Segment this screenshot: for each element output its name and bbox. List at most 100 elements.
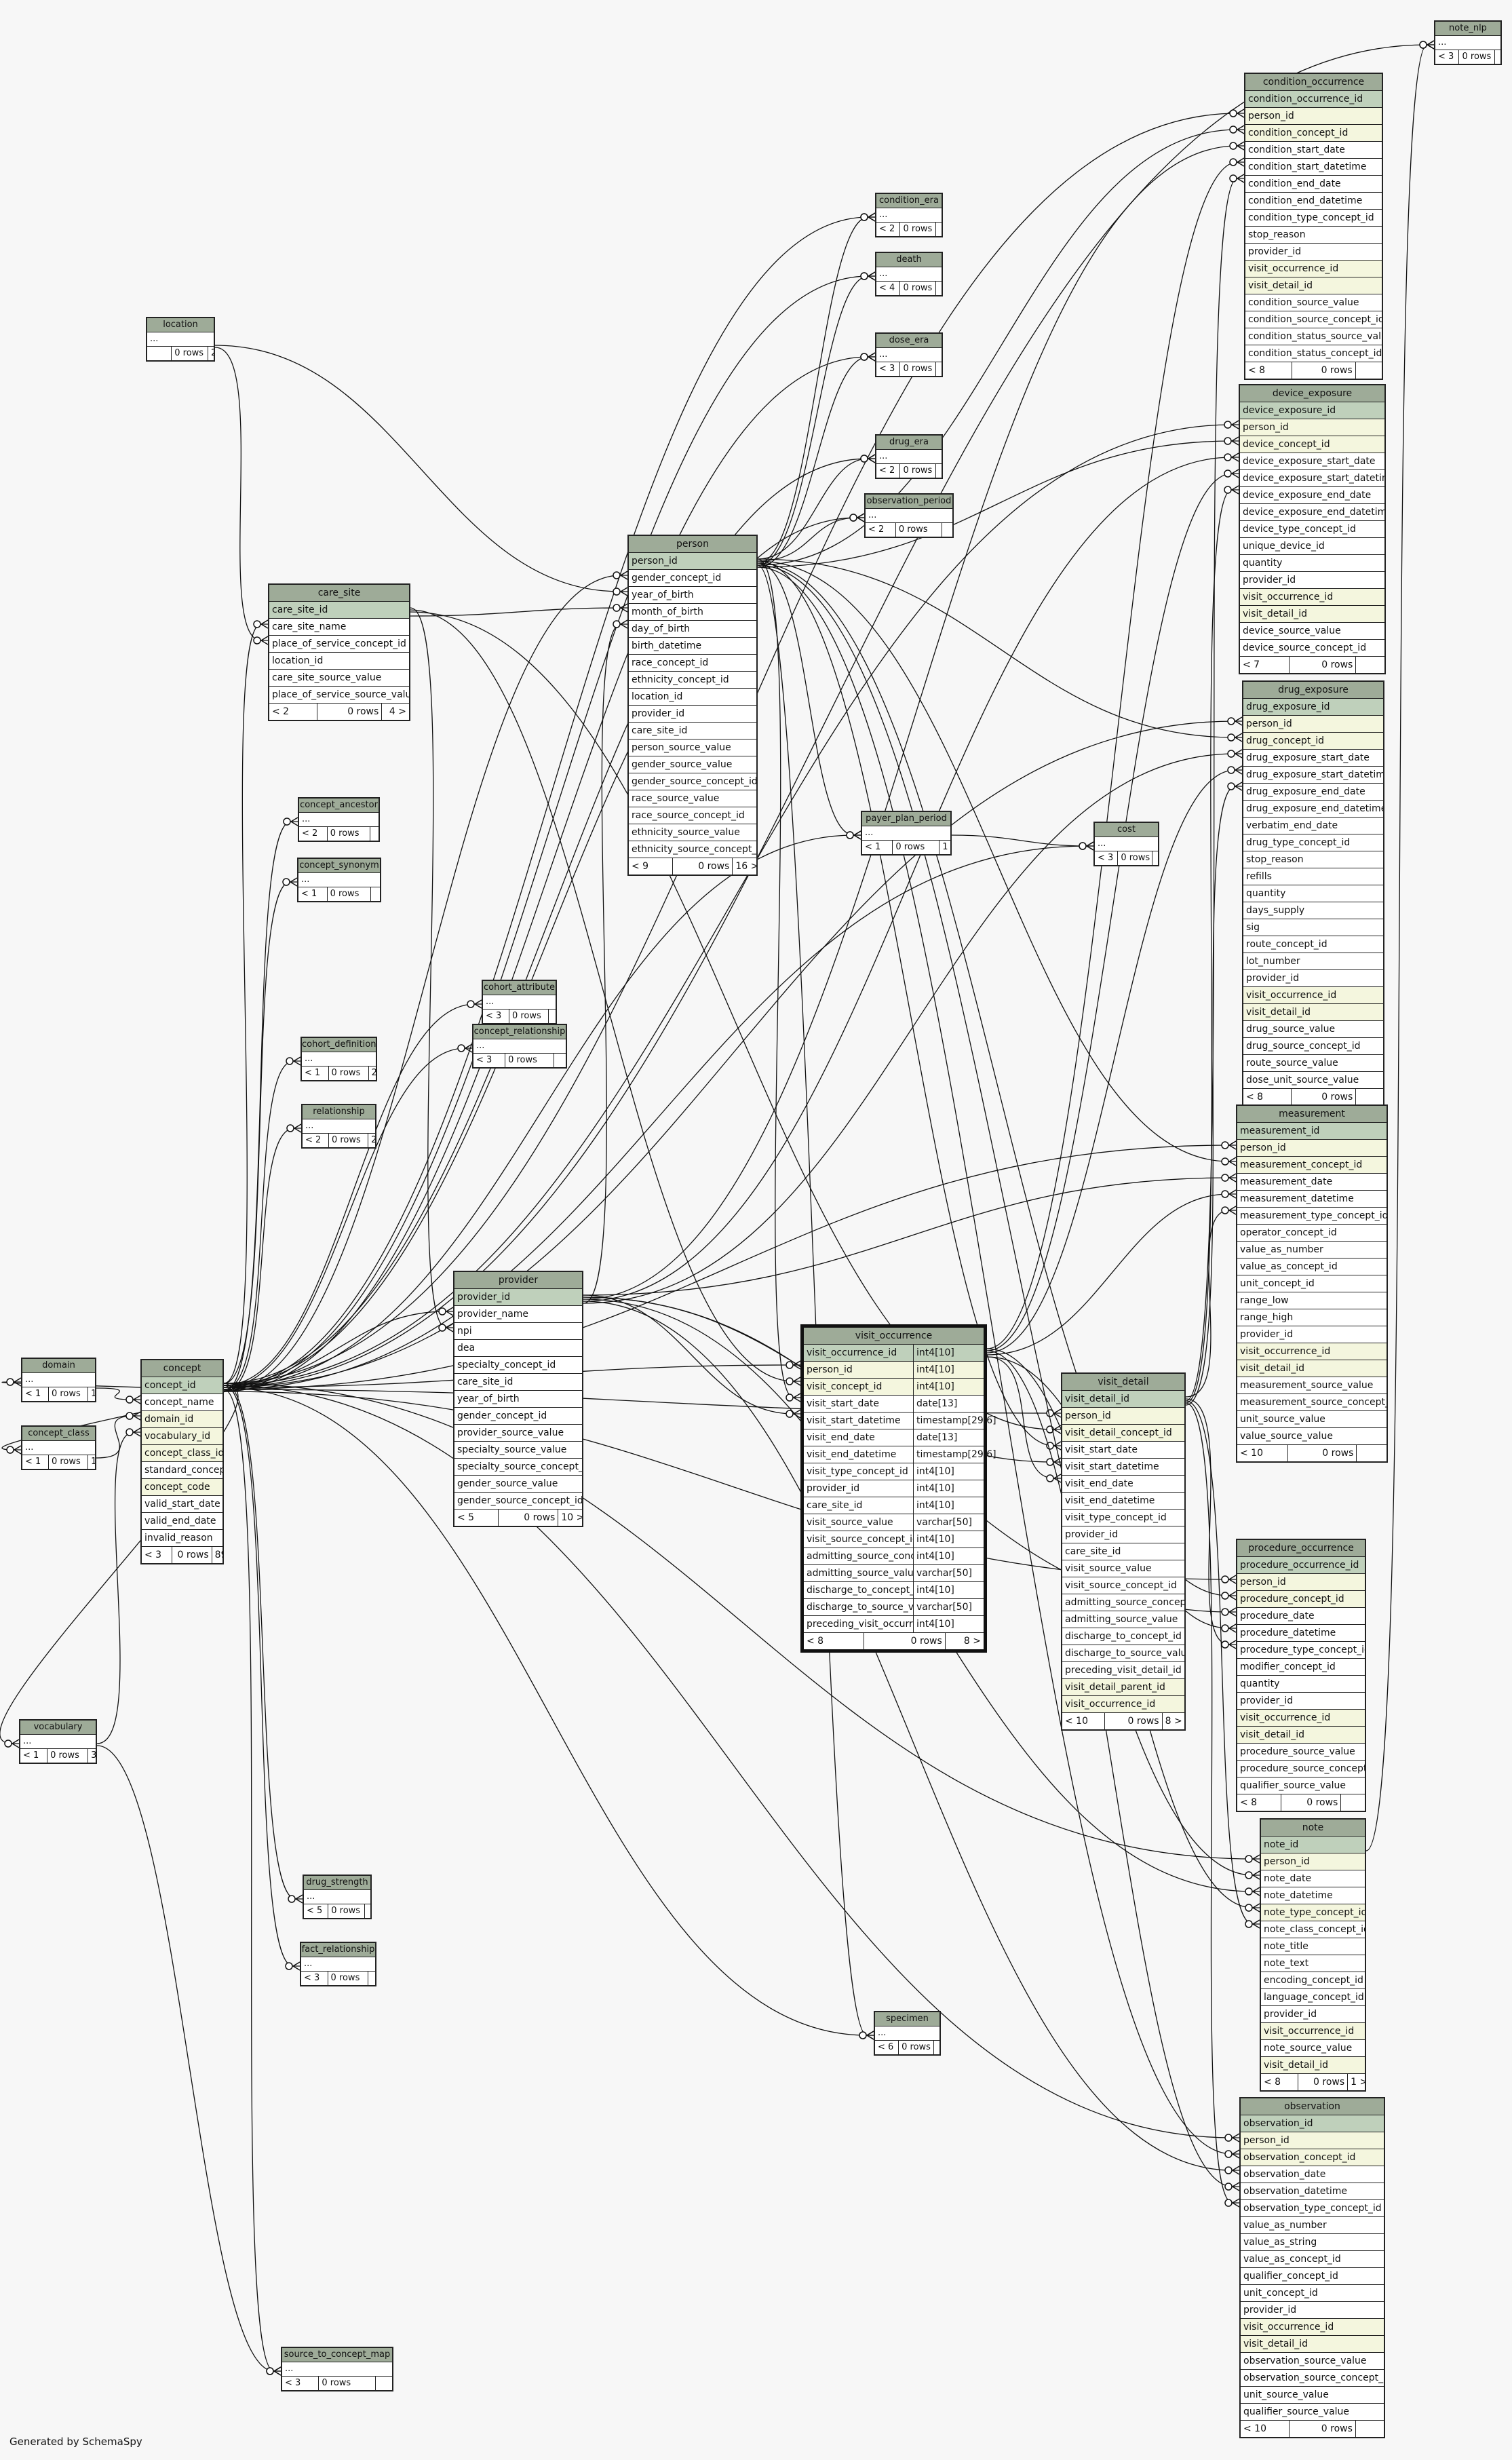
column[interactable]: quantity (1243, 885, 1383, 902)
parent-count[interactable]: < 5 (307, 1906, 323, 1916)
column[interactable]: measurement_datetime (1237, 1191, 1387, 1208)
foreign-key-column[interactable]: visit_detail_parent_id (1062, 1679, 1184, 1696)
column[interactable]: visit_end_date (1062, 1476, 1184, 1493)
table-title[interactable]: specimen (875, 2012, 939, 2026)
column[interactable]: language_concept_id (1261, 1989, 1365, 2006)
column[interactable]: stop_reason (1243, 851, 1383, 868)
child-count[interactable]: 1 > (942, 842, 950, 852)
table-title[interactable]: payer_plan_period (862, 812, 950, 826)
column[interactable]: stop_reason (1245, 227, 1382, 244)
column[interactable]: refills (1243, 868, 1383, 885)
parent-count[interactable]: < 8 (1246, 1092, 1264, 1102)
child-count[interactable] (942, 523, 952, 537)
child-count[interactable] (368, 1972, 375, 1985)
column[interactable]: ... (20, 1735, 96, 1749)
column[interactable]: observation_source_concept_id (1241, 2370, 1384, 2387)
column[interactable]: measurement_type_concept_id (1237, 1208, 1387, 1225)
foreign-key-column[interactable]: visit_detail_id (1261, 2057, 1365, 2074)
column[interactable]: device_type_concept_id (1240, 521, 1384, 538)
child-count[interactable]: 89 > (214, 1550, 222, 1560)
column[interactable]: note_title (1261, 1938, 1365, 1955)
table-title[interactable]: drug_exposure (1243, 682, 1383, 699)
column[interactable]: year_of_birth (629, 587, 756, 604)
column[interactable]: drug_source_concept_id (1243, 1038, 1383, 1055)
foreign-key-column[interactable]: person_id (1243, 716, 1383, 733)
primary-key-column[interactable]: note_id (1261, 1837, 1365, 1853)
column[interactable]: person_source_value (629, 739, 756, 756)
column[interactable]: ... (866, 509, 952, 523)
table-title[interactable]: concept_relationship (473, 1025, 566, 1039)
column[interactable]: value_as_string (1241, 2234, 1384, 2251)
parent-count[interactable]: < 3 (144, 1550, 162, 1560)
column[interactable]: procedure_source_concept_id (1237, 1761, 1365, 1777)
column[interactable]: ... (876, 208, 942, 223)
child-count[interactable] (1356, 2421, 1384, 2437)
table-title[interactable]: concept_ancestor (299, 799, 379, 813)
column[interactable]: device_exposure_end_date (1240, 487, 1384, 504)
column[interactable]: verbatim_end_date (1243, 818, 1383, 834)
foreign-key-column[interactable]: visit_occurrence_id (1261, 2023, 1365, 2040)
column[interactable]: quantity (1240, 555, 1384, 572)
table-title[interactable]: concept_class (22, 1427, 95, 1441)
column[interactable]: valid_end_date (142, 1513, 222, 1530)
foreign-key-column[interactable]: procedure_concept_id (1237, 1591, 1365, 1608)
column[interactable]: observation_type_concept_id (1241, 2200, 1384, 2217)
primary-key-column[interactable]: concept_id (142, 1377, 222, 1394)
column[interactable]: qualifier_source_value (1241, 2404, 1384, 2421)
column[interactable]: gender_concept_id (454, 1408, 582, 1425)
column[interactable]: provider_id (1245, 244, 1382, 261)
column[interactable]: observation_datetime (1241, 2183, 1384, 2200)
column[interactable]: measurement_source_concept_id (1237, 1394, 1387, 1411)
column[interactable]: race_source_concept_id (629, 807, 756, 824)
column[interactable]: drug_source_value (1243, 1021, 1383, 1038)
parent-count[interactable]: < 3 (1438, 52, 1454, 62)
column[interactable]: discharge_to_source_value (1062, 1645, 1184, 1662)
child-count[interactable] (549, 1010, 556, 1023)
foreign-key-column[interactable]: visit_occurrence_id (1243, 987, 1383, 1004)
column[interactable]: specialty_concept_id (454, 1357, 582, 1374)
table-title[interactable]: note_nlp (1435, 22, 1500, 36)
column[interactable]: npi (454, 1323, 582, 1340)
column[interactable]: dose_unit_source_value (1243, 1072, 1383, 1089)
column[interactable]: visit_start_datetime (1062, 1459, 1184, 1476)
table-title[interactable]: drug_strength (304, 1876, 370, 1890)
foreign-key-column[interactable]: measurement_concept_id (1237, 1157, 1387, 1174)
parent-count[interactable]: < 9 (632, 861, 649, 872)
child-count[interactable] (370, 827, 379, 841)
column[interactable]: race_source_value (629, 790, 756, 807)
column[interactable]: concept_name (142, 1394, 222, 1411)
foreign-key-column[interactable]: person_id (1245, 108, 1382, 125)
foreign-key-column[interactable]: visit_occurrence_id (1241, 2319, 1384, 2336)
column[interactable]: provider_id (1243, 970, 1383, 987)
foreign-key-column[interactable]: visit_occurrence_id (1237, 1710, 1365, 1727)
column[interactable]: discharge_to_concept_id (1062, 1628, 1184, 1645)
column[interactable]: ... (22, 1373, 95, 1387)
column[interactable]: care_site_id (629, 723, 756, 739)
table-title[interactable]: condition_era (876, 194, 942, 208)
parent-count[interactable]: < 2 (302, 828, 318, 839)
column[interactable]: condition_end_datetime (1245, 193, 1382, 210)
parent-count[interactable]: < 8 (807, 1636, 824, 1647)
foreign-key-column[interactable]: person_id (1062, 1408, 1184, 1425)
column[interactable]: value_as_concept_id (1237, 1258, 1387, 1275)
column[interactable]: provider_source_value (454, 1425, 582, 1442)
column[interactable]: care_site_name (269, 619, 409, 636)
column[interactable]: encoding_concept_id (1261, 1972, 1365, 1989)
child-count[interactable] (936, 362, 942, 376)
